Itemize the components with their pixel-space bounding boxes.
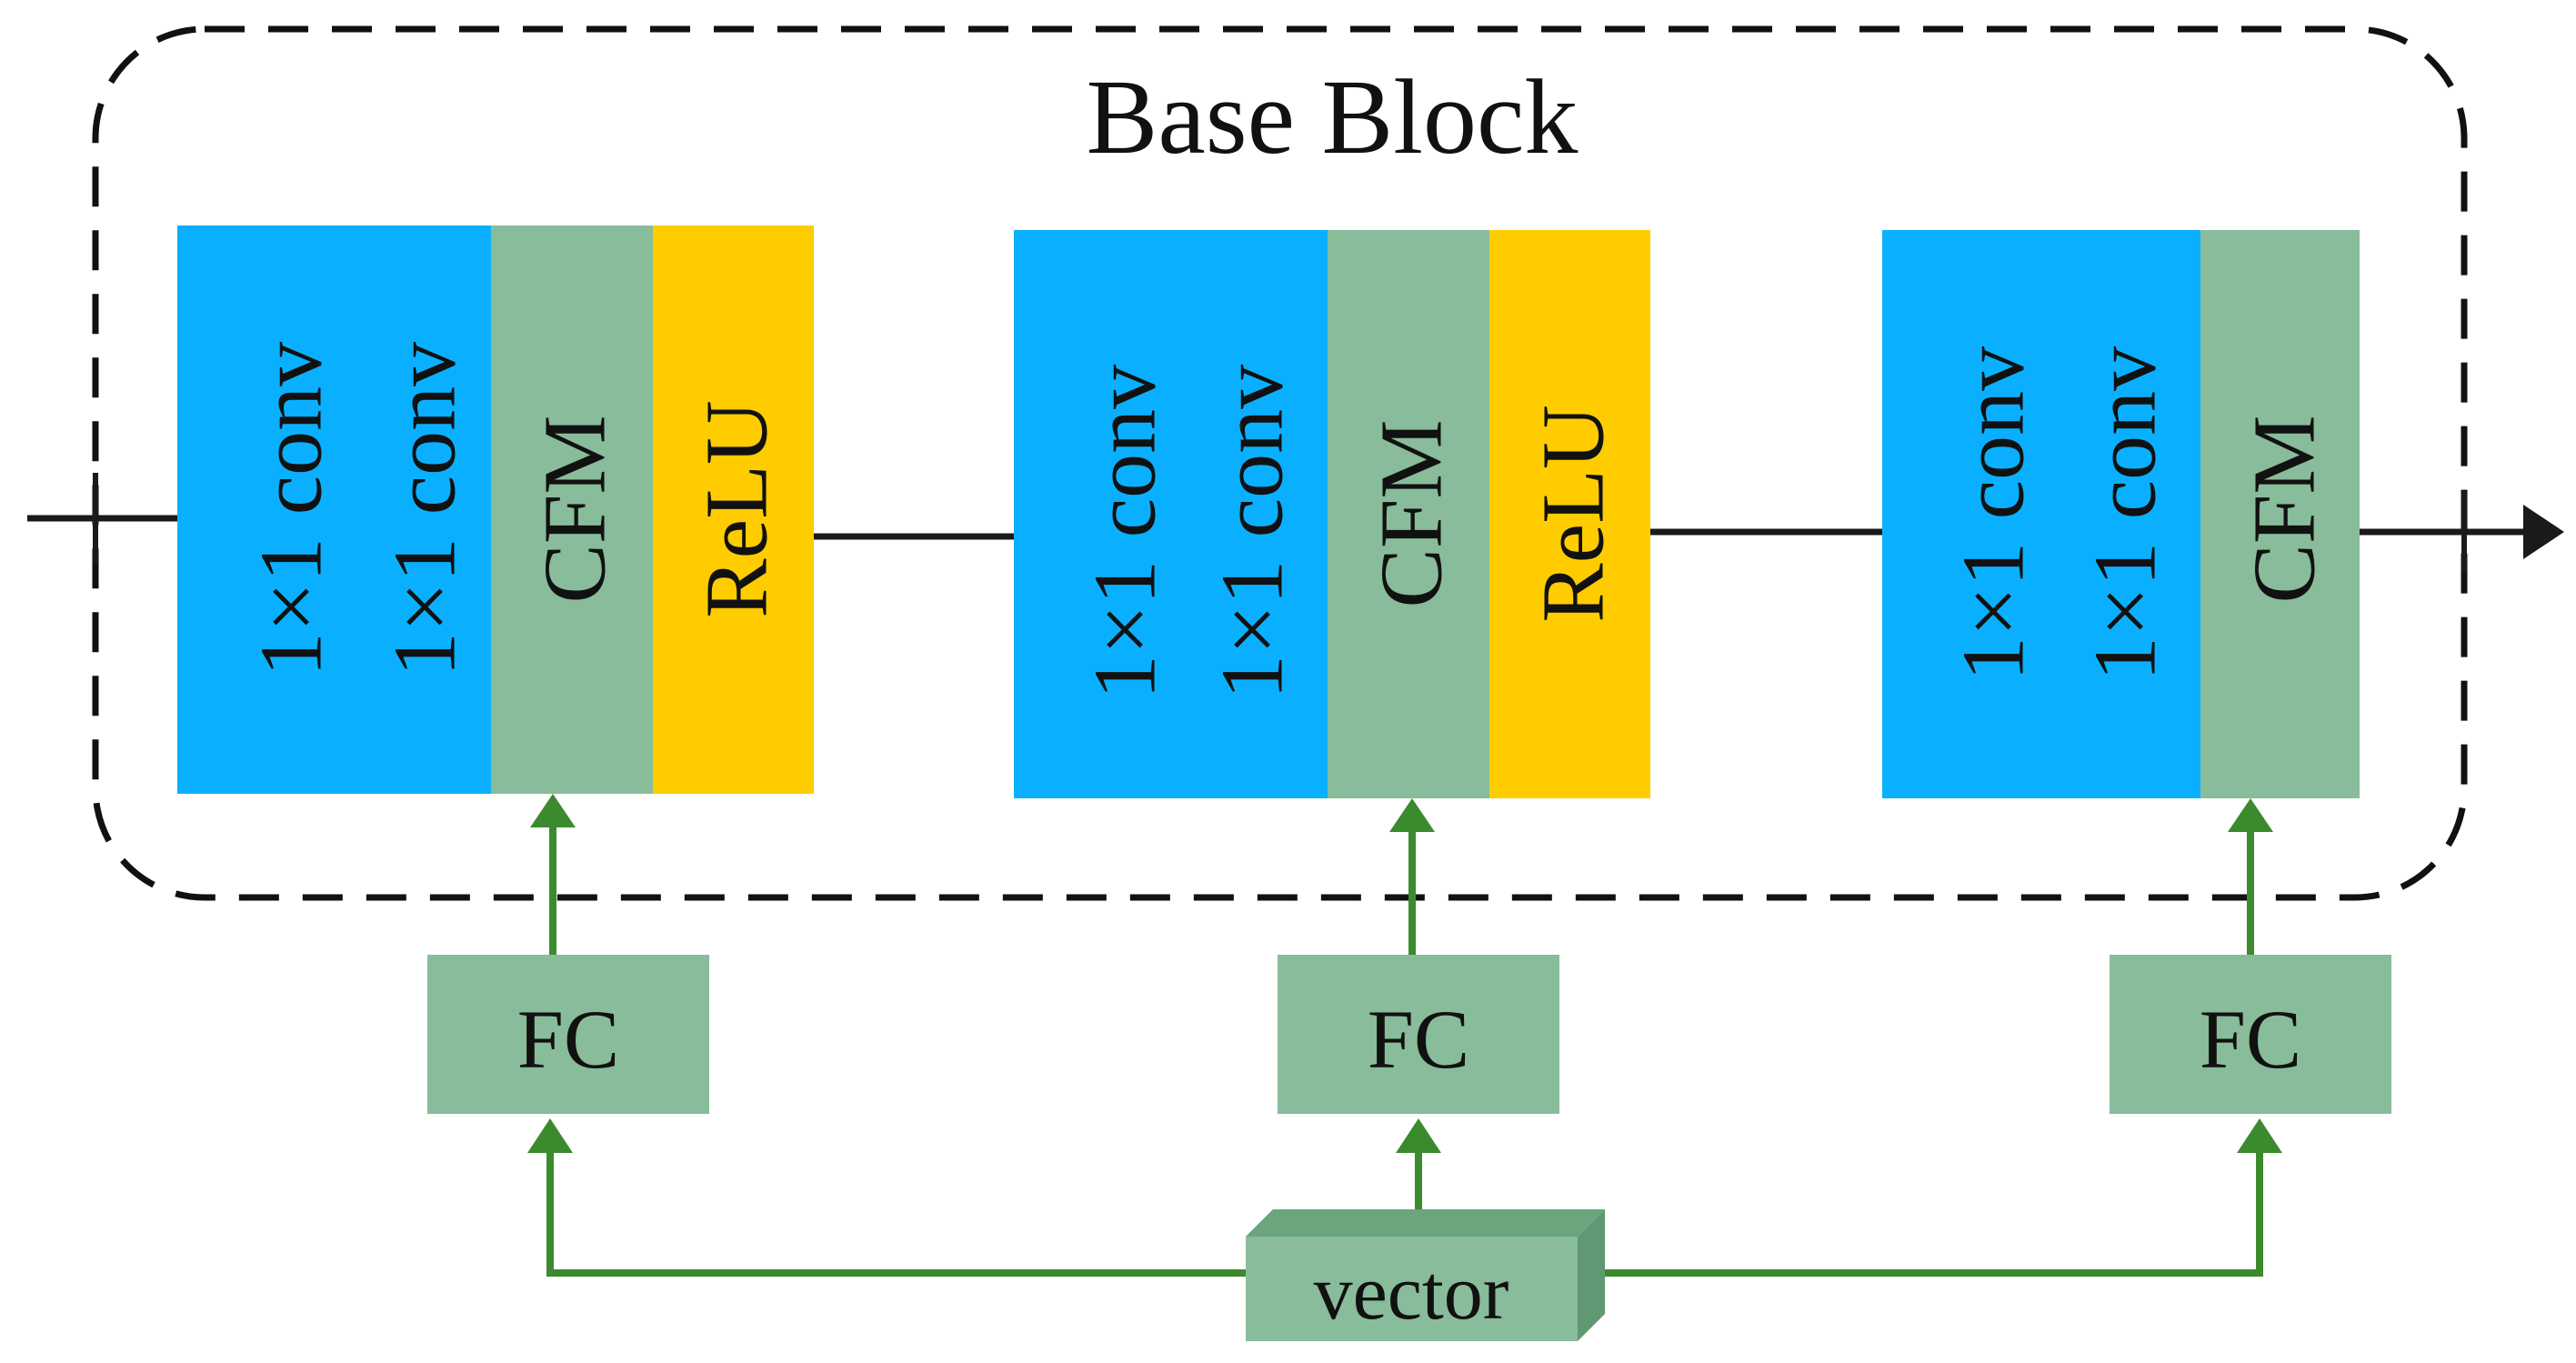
stage-2-conv1-label: 1×1 conv [1076,365,1174,699]
stage-3-cfm-label: CFM [2235,415,2333,603]
stage-3-conv2-label: 1×1 conv [2076,346,2174,681]
stage-3-cfm-block [2200,230,2360,798]
stage-1-conv-block [177,225,491,794]
stage-2-relu-block [1489,230,1650,798]
stage-1-conv1-label: 1×1 conv [242,342,340,676]
stage-3-conv1-label: 1×1 conv [1944,346,2042,681]
fc-2: FC [1278,955,1559,1114]
fc-1: FC [427,955,709,1114]
fc-3-label: FC [2200,993,2302,1086]
fc-1-label: FC [517,993,620,1086]
vector-to-fc-1-arrow-head [527,1118,573,1153]
vector-to-fc-arrows [527,1118,2282,1277]
fc-3-to-cfm-arrow-head [2228,798,2273,832]
fc-3: FC [2110,955,2391,1114]
vector-block-front-face [1246,1237,1578,1341]
stage-1-cfm-label: CFM [526,415,624,603]
stage-2-relu-label: ReLU [1524,405,1622,623]
vector-block-top-face [1246,1209,1605,1237]
stage-2-cfm-block [1328,230,1489,798]
vector-to-fc-3-arrow-head [2237,1118,2282,1153]
vector-label: vector [1314,1248,1509,1336]
fc-1-box [427,955,709,1114]
vector-to-fc-3-line [1600,1150,2263,1277]
base-block-title: Base Block [1087,57,1579,176]
vector-to-fc-2-arrow-head [1396,1118,1441,1153]
fc-to-cfm-arrows [530,794,2273,955]
vector-block: vector [1246,1209,1605,1341]
stage-1-conv2-label: 1×1 conv [376,342,474,676]
stage-1: 1×1 conv 1×1 conv CFM ReLU [177,225,814,794]
stage-2-conv-block [1014,230,1328,798]
fc-2-label: FC [1368,993,1470,1086]
stage-2-cfm-label: CFM [1362,419,1460,607]
vector-block-side-face [1578,1209,1605,1341]
fc-1-to-cfm-arrow-head [530,794,576,827]
stage-1-relu-label: ReLU [687,400,786,618]
stage-1-relu-block [653,225,814,794]
output-arrow-head [2523,505,2564,559]
stage-1-cfm-block [491,225,653,794]
stage-3: 1×1 conv 1×1 conv CFM [1882,230,2360,798]
base-block-container [92,25,2468,901]
fc-2-to-cfm-arrow-head [1389,798,1435,832]
fc-2-box [1278,955,1559,1114]
stage-2-conv2-label: 1×1 conv [1203,365,1301,699]
stage-2: 1×1 conv 1×1 conv CFM ReLU [1014,230,1650,798]
fc-3-box [2110,955,2391,1114]
vector-to-fc-1-line [546,1150,1246,1277]
stage-3-conv-block [1882,230,2200,798]
